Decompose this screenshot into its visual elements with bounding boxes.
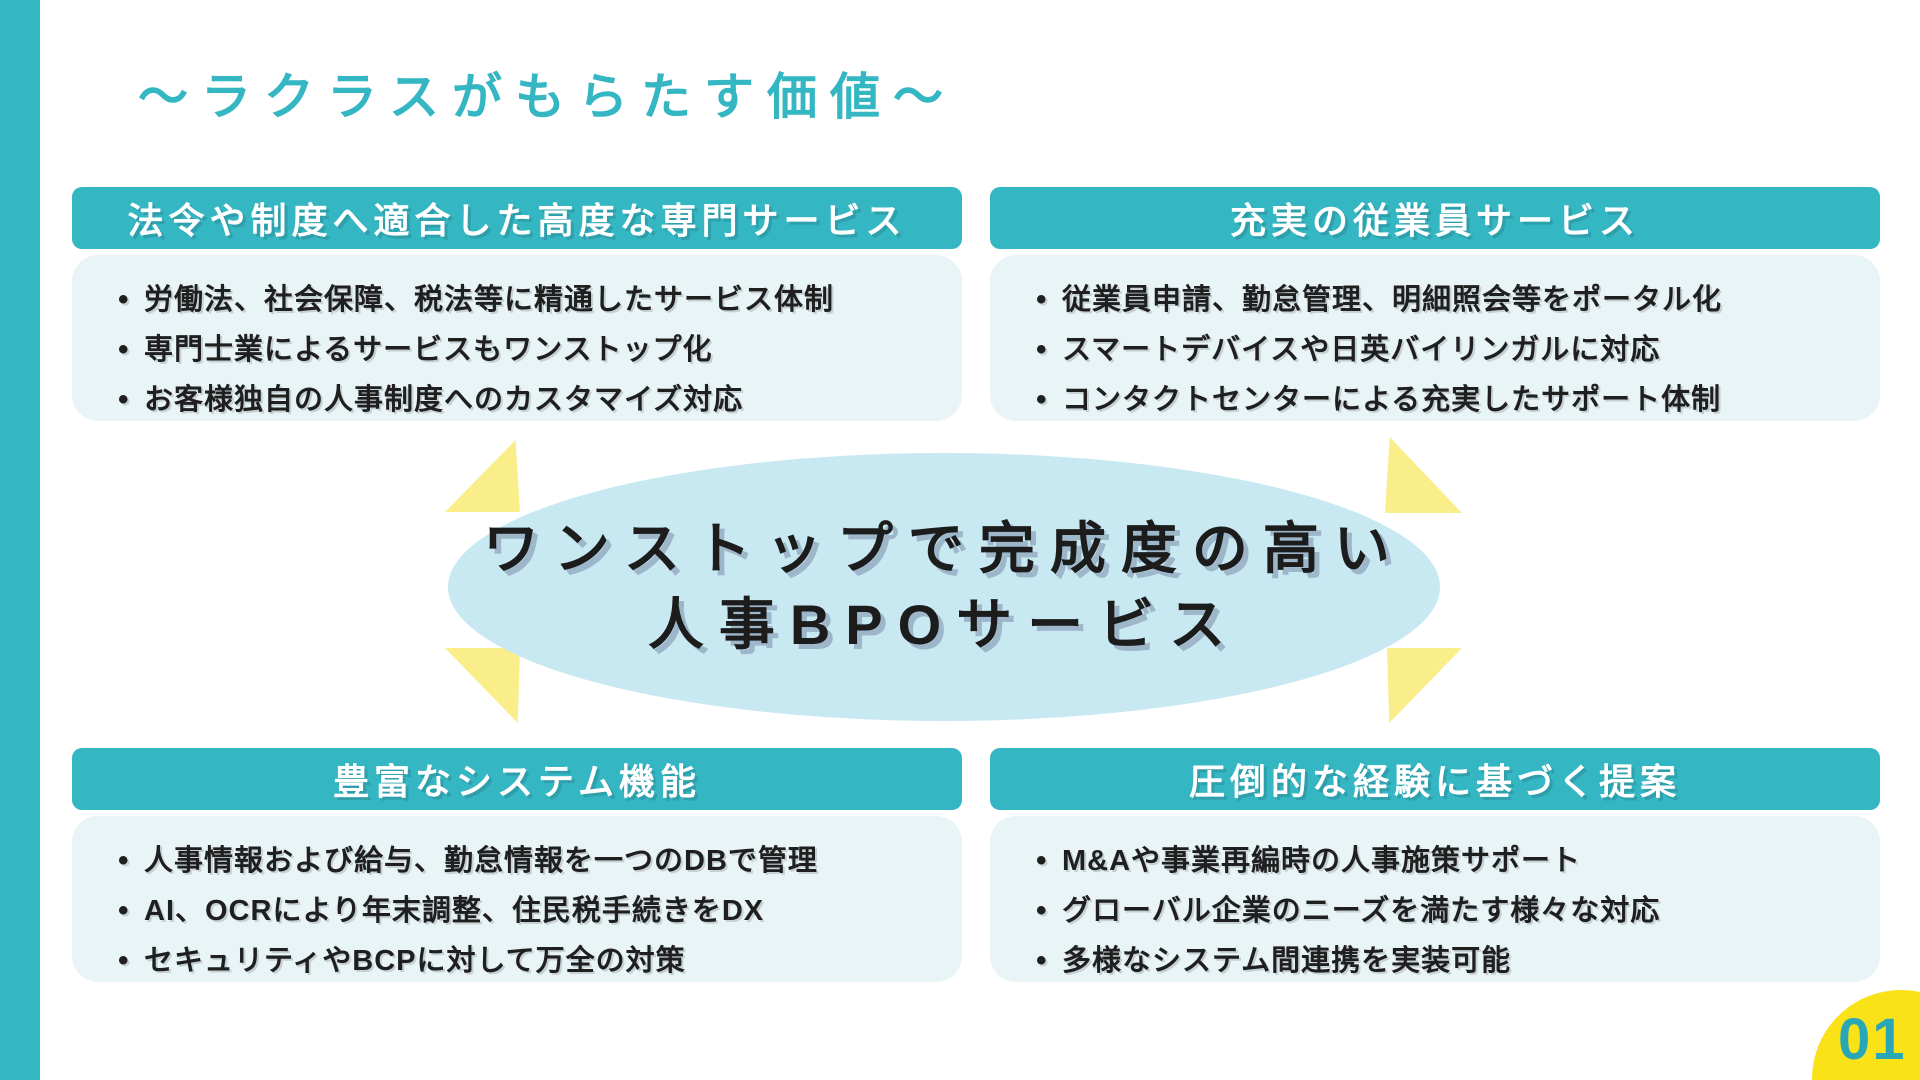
value-box-body: 人事情報および給与、勤怠情報を一つのDBで管理 AI、OCRにより年末調整、住民… (72, 816, 962, 986)
value-box-header: 圧倒的な経験に基づく提案 (990, 748, 1880, 810)
bullet-item: セキュリティやBCPに対して万全の対策 (118, 936, 942, 986)
bullet-item: 多様なシステム間連携を実装可能 (1036, 936, 1860, 986)
value-box-legal-services: 法令や制度へ適合した高度な専門サービス 労働法、社会保障、税法等に精通したサービ… (72, 187, 962, 425)
value-box-header: 法令や制度へ適合した高度な専門サービス (72, 187, 962, 249)
bullet-item: 従業員申請、勤怠管理、明細照会等をポータル化 (1036, 275, 1860, 325)
arrow-triangle-bottom-right-icon (1387, 648, 1462, 723)
arrow-triangle-top-right-icon (1385, 437, 1462, 513)
value-box-body: 従業員申請、勤怠管理、明細照会等をポータル化 スマートデバイスや日英バイリンガル… (990, 255, 1880, 425)
bullet-item: グローバル企業のニーズを満たす様々な対応 (1036, 886, 1860, 936)
bullet-item: 人事情報および給与、勤怠情報を一つのDBで管理 (118, 836, 942, 886)
bullet-item: コンタクトセンターによる充実したサポート体制 (1036, 375, 1860, 425)
value-box-header: 豊富なシステム機能 (72, 748, 962, 810)
value-box-body: M&Aや事業再編時の人事施策サポート グローバル企業のニーズを満たす様々な対応 … (990, 816, 1880, 986)
center-ellipse: ワンストップで完成度の高い 人事BPOサービス (448, 453, 1440, 721)
page-title: 〜ラクラスがもらたす価値〜 (138, 69, 956, 125)
arrow-triangle-bottom-left-icon (445, 648, 520, 723)
bullet-item: M&Aや事業再編時の人事施策サポート (1036, 836, 1860, 886)
value-box-employee-services: 充実の従業員サービス 従業員申請、勤怠管理、明細照会等をポータル化 スマートデバ… (990, 187, 1880, 425)
value-box-system-features: 豊富なシステム機能 人事情報および給与、勤怠情報を一つのDBで管理 AI、OCR… (72, 748, 962, 986)
bullet-list: 従業員申請、勤怠管理、明細照会等をポータル化 スマートデバイスや日英バイリンガル… (1036, 275, 1860, 425)
bullet-item: スマートデバイスや日英バイリンガルに対応 (1036, 325, 1860, 375)
bullet-list: M&Aや事業再編時の人事施策サポート グローバル企業のニーズを満たす様々な対応 … (1036, 836, 1860, 986)
value-box-body: 労働法、社会保障、税法等に精通したサービス体制 専門士業によるサービスもワンスト… (72, 255, 962, 425)
value-box-header: 充実の従業員サービス (990, 187, 1880, 249)
bullet-list: 人事情報および給与、勤怠情報を一つのDBで管理 AI、OCRにより年末調整、住民… (118, 836, 942, 986)
value-box-experience-proposals: 圧倒的な経験に基づく提案 M&Aや事業再編時の人事施策サポート グローバル企業の… (990, 748, 1880, 986)
ellipse-text-line2: 人事BPOサービス (647, 593, 1241, 656)
bullet-item: AI、OCRにより年末調整、住民税手続きをDX (118, 886, 942, 936)
arrow-triangle-top-left-icon (445, 440, 520, 512)
bullet-list: 労働法、社会保障、税法等に精通したサービス体制 専門士業によるサービスもワンスト… (118, 275, 942, 425)
left-accent-bar (0, 0, 40, 1080)
ellipse-text-line1: ワンストップで完成度の高い (483, 517, 1405, 580)
bullet-item: 労働法、社会保障、税法等に精通したサービス体制 (118, 275, 942, 325)
page-number: 01 (1838, 1007, 1907, 1072)
bullet-item: 専門士業によるサービスもワンストップ化 (118, 325, 942, 375)
bullet-item: お客様独自の人事制度へのカスタマイズ対応 (118, 375, 942, 425)
